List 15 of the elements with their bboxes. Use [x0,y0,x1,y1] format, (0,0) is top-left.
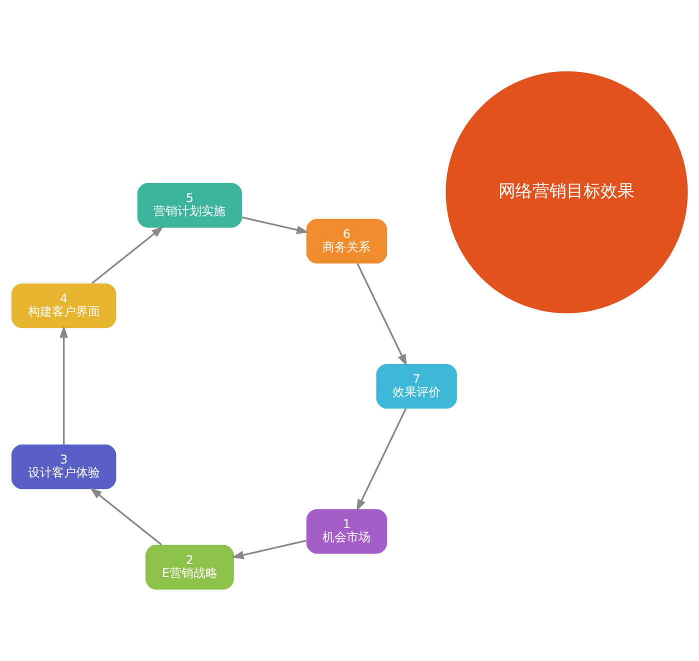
arrow [356,408,407,512]
node-box: 4 构建客户界面 [11,283,116,328]
arrow [232,540,306,560]
node-box: 3 设计客户体验 [11,444,116,490]
arrow [242,216,309,234]
node-box: 6 商务关系 [306,218,388,264]
arrow [90,488,162,546]
arrow [60,326,68,444]
arrow [92,226,164,284]
arrow [356,263,407,366]
node-box: 7 效果评价 [376,364,457,409]
node-box: 5 营销计划实施 [137,183,242,228]
node-box: 2 E营销战略 [146,544,234,590]
node-box: 1 机会市场 [306,509,388,554]
node-circle: 网络营销目标效果 [446,71,688,314]
